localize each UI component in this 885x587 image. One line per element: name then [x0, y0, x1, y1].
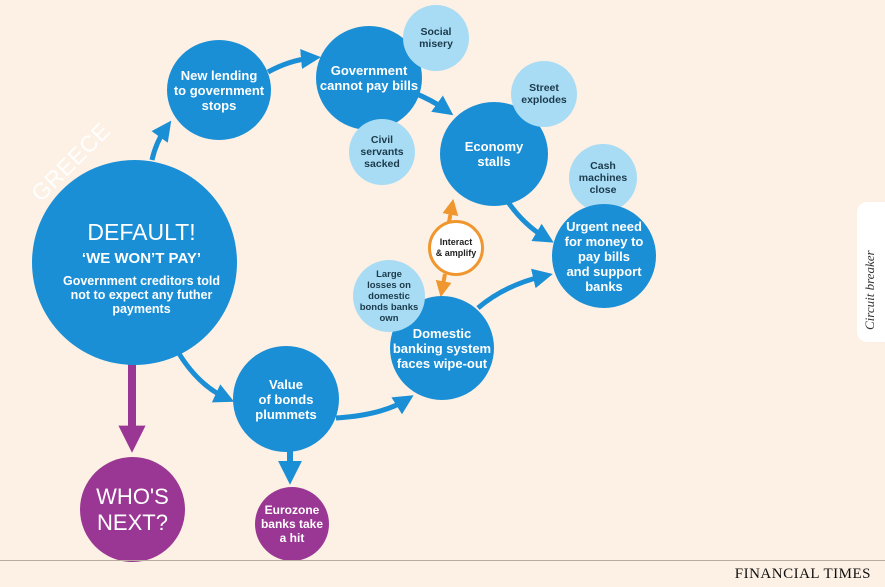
financial-times-logo: FINANCIAL TIMES — [734, 566, 871, 582]
arrow-economy-to-urgent — [505, 200, 554, 243]
cash-machines-node: Cash machines close — [569, 144, 637, 212]
circuit-breaker-tab — [857, 202, 885, 342]
default-body: Government creditors told not to expect … — [63, 273, 220, 316]
arrow-bonds-to-banking — [335, 395, 414, 421]
interact-amplify-node: Interact & amplify — [428, 220, 484, 276]
whos-next-node: WHO'S NEXT? — [80, 457, 185, 562]
street-explodes-node: Street explodes — [511, 61, 577, 127]
arrow-default-to-bonds — [175, 350, 235, 403]
default-subtitle: ‘WE WON’T PAY’ — [81, 249, 202, 267]
eurozone-banks-node: Eurozone banks take a hit — [255, 487, 329, 561]
arrow-lending-to-government — [266, 49, 321, 75]
domestic-banking-label: Domestic banking system faces wipe-out — [392, 325, 492, 371]
new-lending-node: New lending to government stops — [167, 40, 271, 140]
footer-divider — [0, 560, 885, 561]
whos-next-label: WHO'S NEXT? — [96, 483, 169, 535]
social-misery-label: Social misery — [419, 26, 453, 50]
arrow-default-to-lending — [149, 120, 172, 161]
bonds-plummet-label: Value of bonds plummets — [255, 376, 317, 422]
new-lending-label: New lending to government stops — [173, 67, 265, 113]
civil-servants-label: Civil servants sacked — [360, 134, 404, 170]
eurozone-banks-label: Eurozone banks take a hit — [260, 503, 324, 545]
social-misery-node: Social misery — [403, 5, 469, 71]
civil-servants-node: Civil servants sacked — [349, 119, 415, 185]
street-explodes-label: Street explodes — [521, 82, 567, 106]
large-losses-node: Large losses on domestic bonds banks own — [353, 260, 425, 332]
circuit-breaker-label: Circuit breaker — [862, 250, 877, 330]
government-cannot-pay-label: Government cannot pay bills — [319, 63, 419, 93]
urgent-need-label: Urgent need for money to pay bills and s… — [564, 218, 644, 294]
default-title: DEFAULT! — [87, 218, 196, 245]
interact-amplify-label: Interact & amplify — [435, 237, 477, 258]
arrow-interact-up — [442, 198, 459, 223]
economy-stalls-node: Economy stalls — [440, 102, 548, 206]
arrow-interact-down — [435, 273, 452, 298]
arrow-banking-to-urgent — [476, 268, 553, 310]
urgent-need-node: Urgent need for money to pay bills and s… — [552, 204, 656, 308]
bonds-plummet-node: Value of bonds plummets — [233, 346, 339, 452]
large-losses-label: Large losses on domestic bonds banks own — [359, 268, 419, 324]
default-node: DEFAULT! ‘WE WON’T PAY’ Government credi… — [32, 160, 237, 365]
cash-machines-label: Cash machines close — [578, 160, 628, 196]
economy-stalls-label: Economy stalls — [464, 139, 524, 169]
